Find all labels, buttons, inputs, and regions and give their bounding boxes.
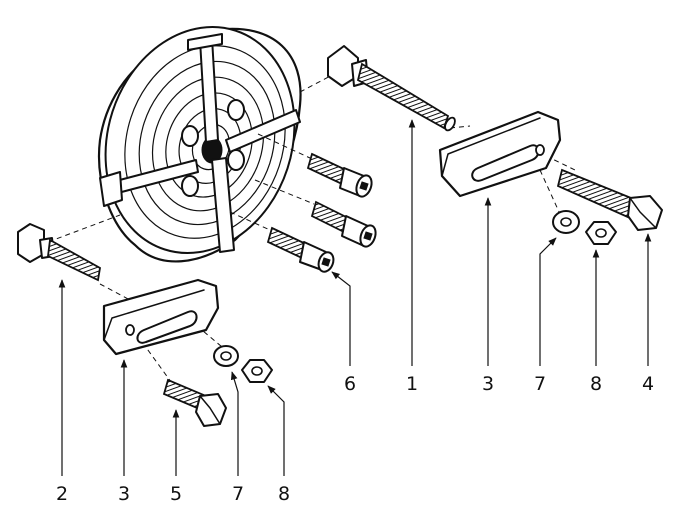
callout-1: 1 xyxy=(406,373,418,395)
hex-nut-right xyxy=(585,221,617,245)
clamp-bar-left xyxy=(102,278,220,356)
callout-3-left: 3 xyxy=(118,483,130,505)
callout-7-right: 7 xyxy=(534,373,546,395)
callout-labels: 2 3 5 7 8 6 1 3 7 8 4 xyxy=(56,373,654,505)
t-bolt-left xyxy=(17,223,101,282)
chuck-body xyxy=(98,25,302,263)
jaw-slots xyxy=(99,33,301,253)
callout-8-right: 8 xyxy=(590,373,602,395)
socket-cap-screws xyxy=(266,152,377,273)
leader-lines xyxy=(58,119,652,476)
long-t-bolt-top xyxy=(327,45,456,132)
callout-2: 2 xyxy=(56,483,68,505)
callout-4: 4 xyxy=(642,373,654,395)
callout-8-left: 8 xyxy=(278,483,290,505)
chuck-jaw-holes xyxy=(181,99,245,197)
callout-6: 6 xyxy=(344,373,356,395)
hex-nut-left xyxy=(241,359,273,383)
hex-bolt-right xyxy=(556,168,663,231)
callout-3-right: 3 xyxy=(482,373,494,395)
washer-left xyxy=(213,345,239,367)
callout-5: 5 xyxy=(170,483,182,505)
washer-right xyxy=(552,210,580,234)
callout-7-left: 7 xyxy=(232,483,244,505)
clamp-bar-right xyxy=(438,110,562,198)
hex-bolt-lower xyxy=(162,378,227,427)
